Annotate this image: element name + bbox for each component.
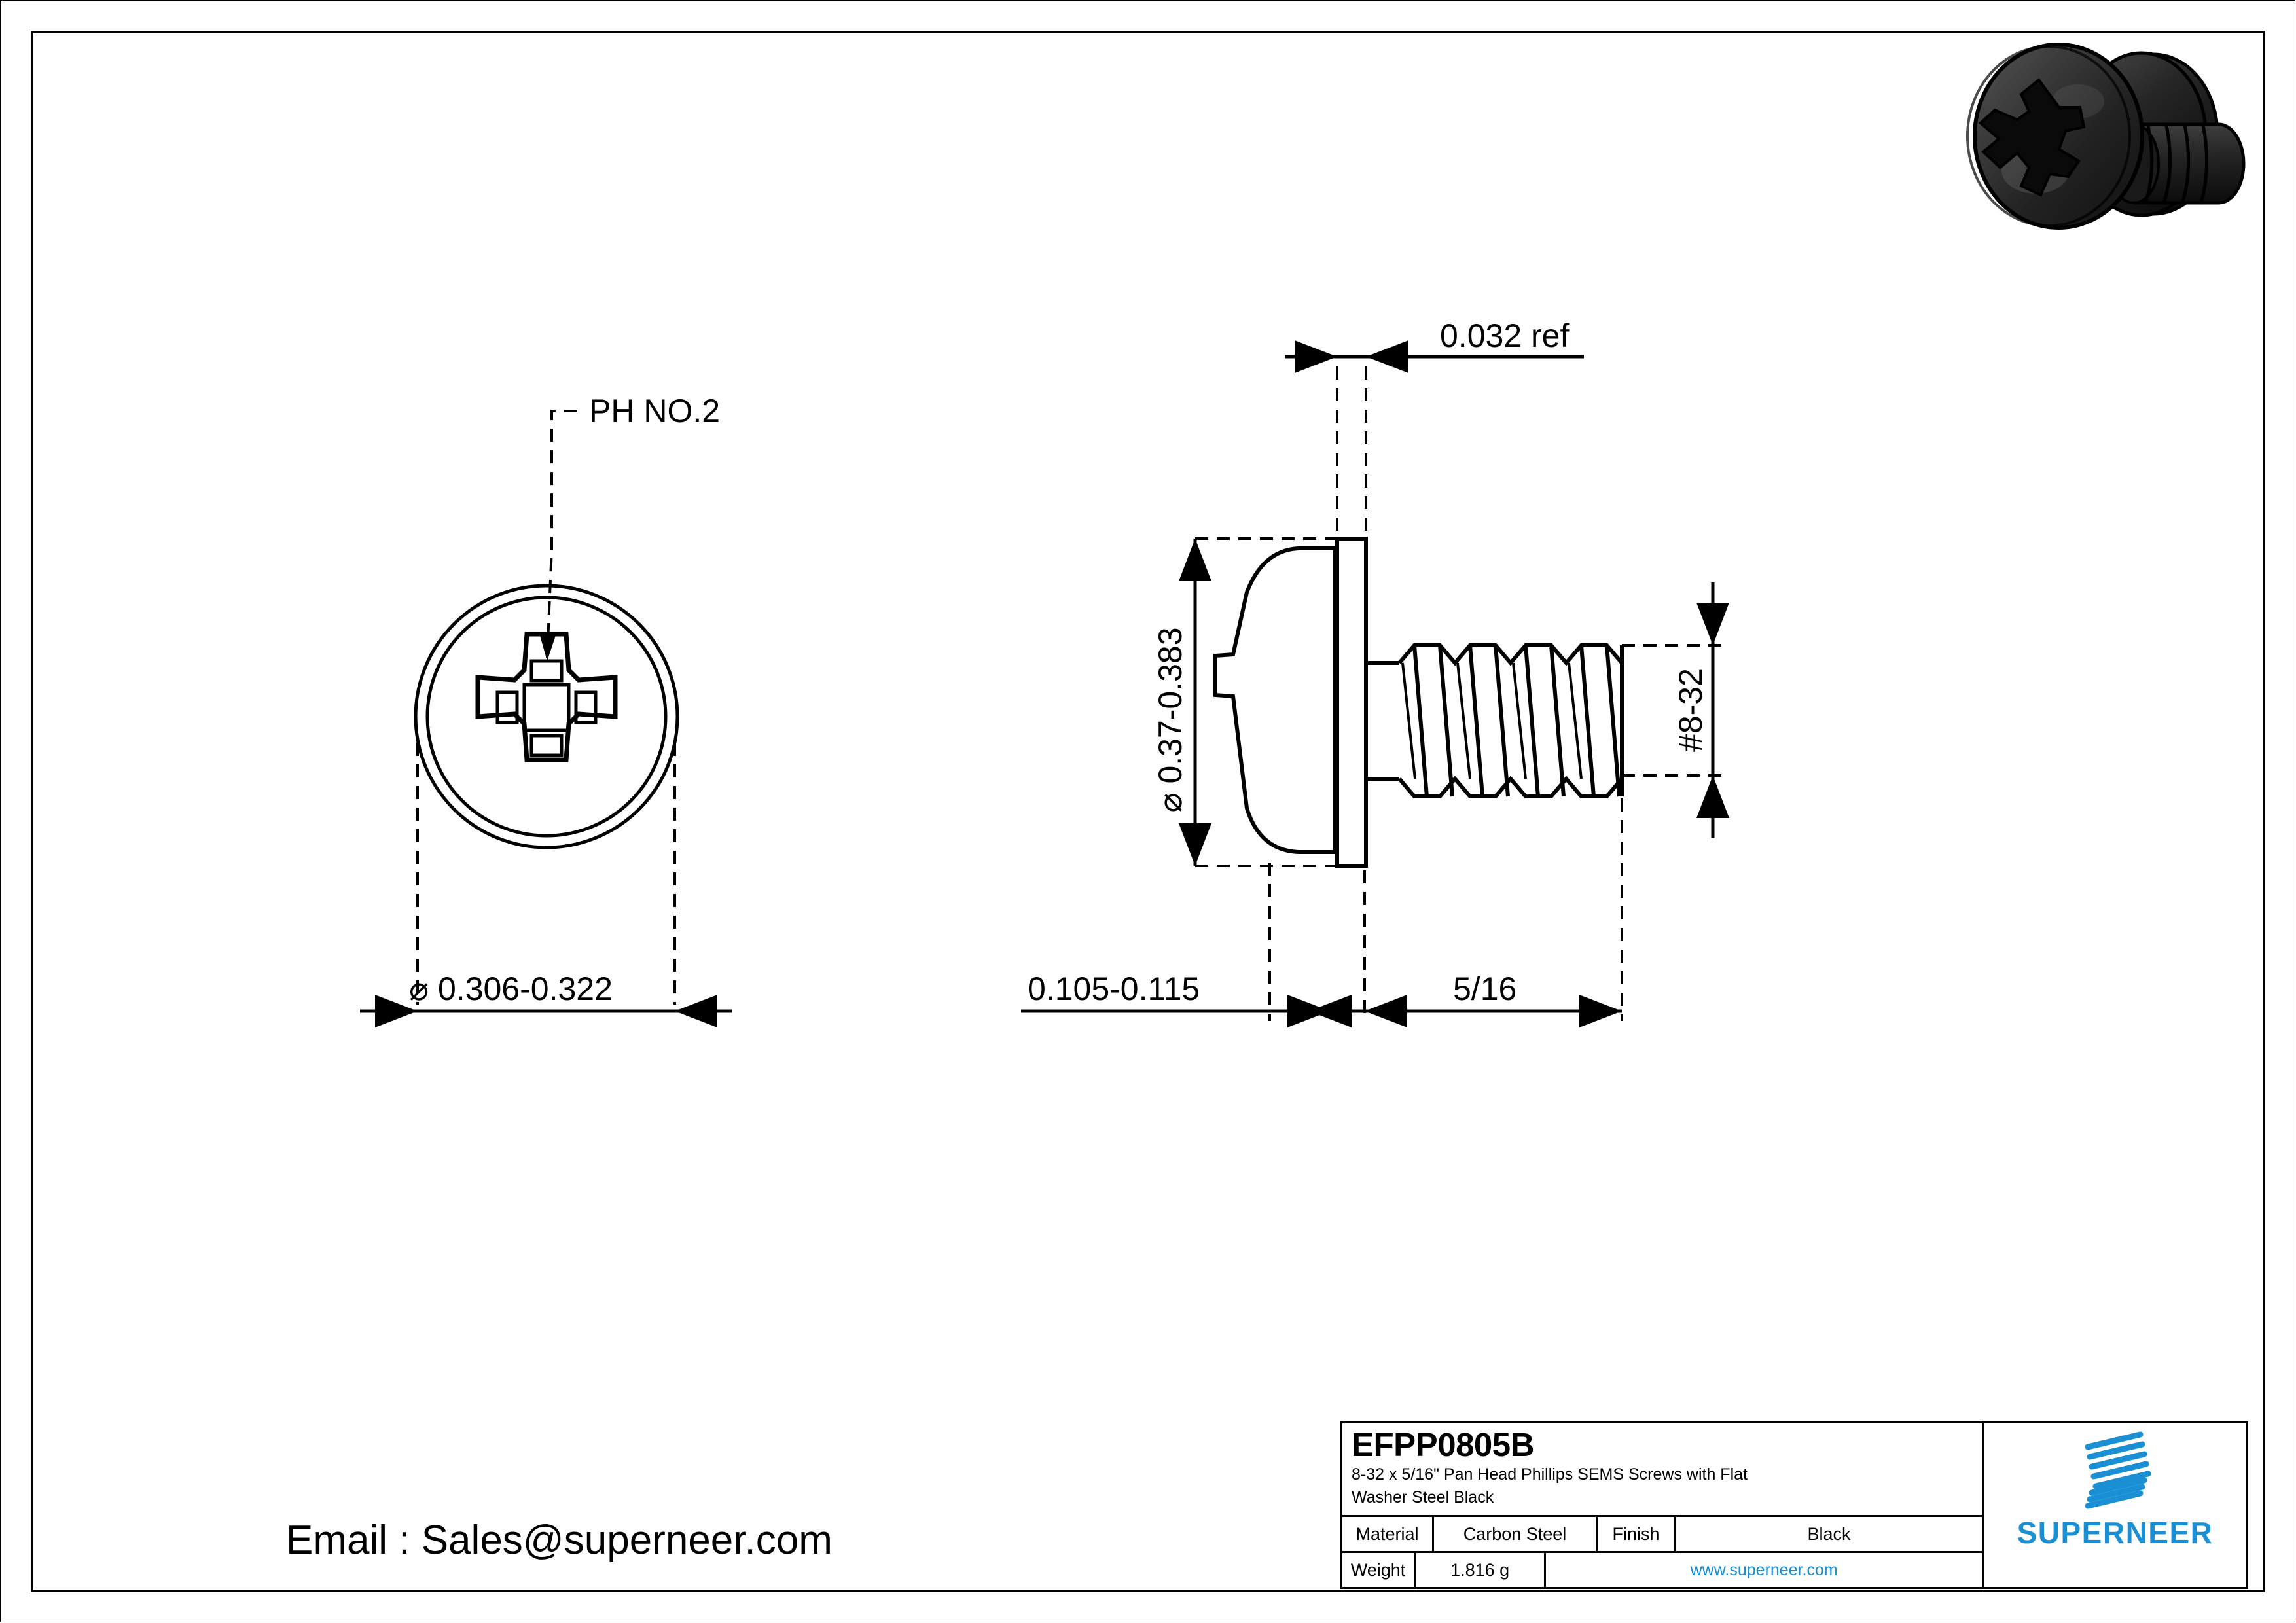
head-inner-circle	[425, 596, 668, 838]
washer-thickness-dim-text: 0.032 ref	[1440, 317, 1569, 354]
side-view-group	[1021, 340, 1729, 1027]
title-block-description: EFPP0805B 8-32 x 5/16" Pan Head Phillips…	[1342, 1423, 1982, 1517]
pan-head-profile	[1213, 546, 1337, 854]
material-value: Carbon Steel	[1434, 1517, 1598, 1551]
title-block: EFPP0805B 8-32 x 5/16" Pan Head Phillips…	[1340, 1421, 2248, 1589]
brand-wordmark: SUPERNEER	[2017, 1516, 2214, 1550]
weight-value: 1.816 g	[1416, 1553, 1547, 1587]
finish-label: Finish	[1598, 1517, 1676, 1551]
thread-length-dim-text: 5/16	[1453, 971, 1516, 1007]
phillips-recess	[475, 632, 618, 762]
brand-panel: SUPERNEER	[1984, 1423, 2246, 1587]
thread-spec-dim-text: #8-32	[1672, 668, 1709, 752]
description-line-1: 8-32 x 5/16" Pan Head Phillips SEMS Scre…	[1352, 1465, 1748, 1484]
flat-washer	[1335, 537, 1368, 868]
description-line-2: Washer Steel Black	[1352, 1488, 1494, 1507]
head-outer-circle	[414, 584, 679, 849]
part-number: EFPP0805B	[1352, 1426, 1535, 1463]
material-label: Material	[1342, 1517, 1434, 1551]
top-view-group	[360, 410, 732, 1027]
weight-website-row: Weight 1.816 g www.superneer.com	[1342, 1553, 1982, 1587]
top-diameter-dim-text: ⌀ 0.306-0.322	[409, 971, 613, 1007]
head-height-dim-text: 0.105-0.115	[1028, 971, 1200, 1007]
email-contact-text: Email : Sales@superneer.com	[286, 1518, 833, 1563]
ph-callout-text: PH NO.2	[589, 393, 720, 429]
finish-value: Black	[1807, 1524, 1851, 1544]
weight-label: Weight	[1342, 1553, 1416, 1587]
title-block-left: EFPP0805B 8-32 x 5/16" Pan Head Phillips…	[1342, 1423, 1984, 1587]
material-finish-row: Material Carbon Steel Finish Black	[1342, 1517, 1982, 1553]
head-diameter-dim-text: ⌀ 0.37-0.383	[1152, 627, 1189, 812]
threaded-shank	[1397, 643, 1624, 798]
ph-callout-leader	[539, 410, 581, 661]
website-link[interactable]: www.superneer.com	[1690, 1560, 1838, 1579]
superneer-logo-icon	[2085, 1431, 2151, 1509]
